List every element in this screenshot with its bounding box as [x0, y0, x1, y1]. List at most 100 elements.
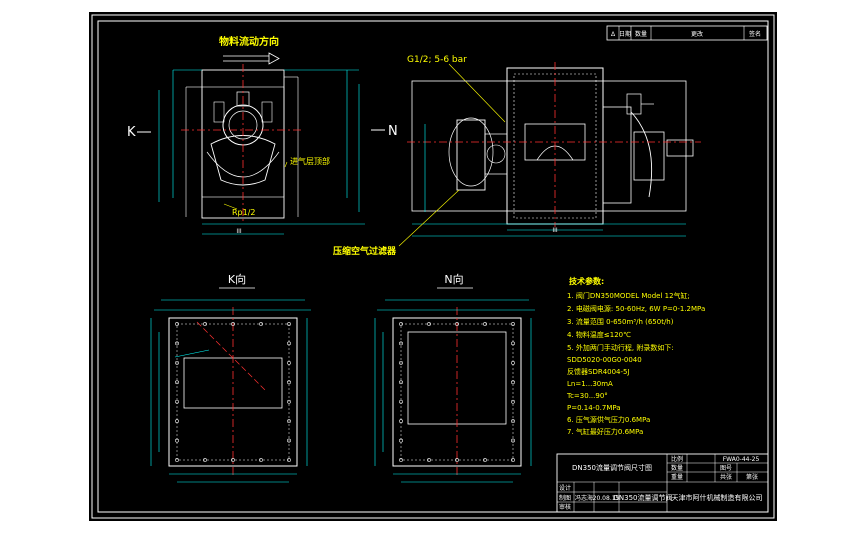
k-view-bolt-hole: [175, 438, 179, 443]
revision-col-5: 签名: [749, 30, 761, 38]
view-k-marker: K: [127, 125, 136, 140]
n-view-bolt-hole: [399, 419, 403, 424]
front-view: 物料流动方向: [127, 35, 398, 235]
drawing-sheet: Δ 日期 数量 更改 签名 物料流动方向: [89, 12, 777, 521]
callout-rp-thread: Rp1/2: [232, 208, 256, 217]
k-view: K向: [150, 272, 311, 483]
drawing-inner-border: [97, 20, 769, 513]
n-view-bolt-hole: [427, 458, 431, 462]
draw-label: 制图: [559, 494, 571, 502]
k-view-bolt-hole: [287, 341, 291, 346]
k-view-bolt-hole: [175, 360, 179, 365]
revision-col-3: 数量: [635, 30, 647, 38]
drawing-border: [91, 14, 775, 519]
n-view-bolt-hole: [483, 322, 487, 326]
revision-col-1: Δ: [611, 31, 616, 38]
flow-direction-label: 物料流动方向: [219, 35, 279, 48]
drawing-name: DN350流量调节阀尺寸图: [572, 463, 652, 472]
part-name: DN350流量调节阀: [614, 493, 673, 502]
k-view-bolt-hole: [231, 458, 235, 462]
k-view-bolt-hole: [203, 322, 207, 326]
k-view-bolt-hole: [203, 458, 207, 462]
tech-line-12: 7. 气缸最好压力0.6MPa: [567, 427, 643, 436]
k-view-bolt-hole: [259, 322, 263, 326]
k-view-bolt-hole: [287, 399, 291, 404]
k-view-bolt-hole: [287, 380, 291, 385]
sheet-label: 共张: [720, 473, 732, 481]
k-view-title: K向: [228, 272, 246, 286]
side-width-dimension: III: [552, 227, 558, 234]
tech-line-1: 1. 阀门DN350MODEL Model 12气缸;: [567, 291, 690, 300]
callout-inlet-top: 进气层顶部: [290, 156, 330, 166]
n-view-bolt-hole: [511, 380, 515, 385]
n-view-bolt-hole: [455, 322, 459, 326]
drafter-name: 冯志海: [575, 494, 593, 502]
n-view-bolt-hole: [483, 458, 487, 462]
view-n-marker: N: [388, 124, 398, 139]
k-view-bolt-hole: [287, 438, 291, 443]
weight-label: 重量: [671, 473, 683, 481]
n-view: N向: [374, 272, 535, 483]
k-view-bolt-hole: [287, 419, 291, 424]
n-view-bolt-hole: [399, 380, 403, 385]
check-label: 审核: [559, 503, 571, 511]
n-view-title: N向: [444, 272, 463, 286]
air-supply-label: G1/2; 5-6 bar: [407, 55, 467, 65]
k-view-bolt-hole: [231, 322, 235, 326]
flow-arrow-icon: [268, 52, 280, 65]
n-view-bolt-hole: [511, 419, 515, 424]
drawing-number: FWA0-44-25: [723, 456, 760, 463]
n-view-bolt-hole: [399, 399, 403, 404]
drawing-canvas: Δ 日期 数量 更改 签名 物料流动方向: [91, 14, 775, 519]
revision-col-2: 日期: [619, 30, 631, 38]
k-view-bolt-hole: [175, 458, 179, 462]
tech-line-4: 4. 物料温度≤120℃: [567, 330, 631, 339]
n-view-bolt-hole: [511, 341, 515, 346]
count-label: 数量: [671, 464, 683, 472]
drawing-no-label: 图号: [720, 465, 732, 472]
k-view-bolt-hole: [287, 458, 291, 462]
tech-line-5: 5. 外加两门手动行程, 附录数如下:: [567, 343, 674, 352]
tech-line-3: 3. 流量范围 0-650m³/h (650t/h): [567, 317, 674, 326]
k-view-bolt-hole: [259, 458, 263, 462]
revision-col-4: 更改: [691, 30, 703, 38]
n-view-bolt-hole: [455, 458, 459, 462]
tech-line-10: P=0.14-0.7MPa: [567, 404, 621, 412]
n-view-bolt-hole: [399, 322, 403, 326]
air-filter-label: 压缩空气过滤器: [333, 245, 397, 257]
side-view: G1/2; 5-6 bar: [333, 55, 701, 257]
front-width-dimension: III: [236, 228, 242, 235]
scale-label: 比例: [671, 455, 683, 463]
drawing-date: 20.08.15: [593, 495, 620, 502]
tech-title: 技术参数:: [569, 276, 604, 286]
n-view-bolt-hole: [511, 322, 515, 326]
sheet2-label: 第张: [746, 473, 758, 481]
n-view-bolt-hole: [511, 360, 515, 365]
revision-table: Δ 日期 数量 更改 签名: [606, 25, 768, 41]
k-view-bolt-hole: [287, 322, 291, 326]
k-view-bolt-hole: [175, 419, 179, 424]
k-view-bolt-hole: [175, 380, 179, 385]
k-view-bolt-hole: [175, 322, 179, 326]
tech-line-7: 反馈器SDR4004-5J: [567, 367, 630, 376]
tech-line-8: Ln=1...30mA: [567, 380, 613, 388]
tech-line-6: SDD5020-00G0-0040: [567, 356, 642, 364]
n-view-bolt-hole: [399, 360, 403, 365]
company-name: 天津市阿什机械制造有限公司: [672, 493, 763, 502]
n-view-bolt-hole: [511, 458, 515, 462]
n-view-bolt-hole: [427, 322, 431, 326]
tech-line-11: 6. 压气源供气压力0.6MPa: [567, 415, 650, 424]
k-view-bolt-hole: [287, 360, 291, 365]
title-block: DN350流量调节阀尺寸图 比例 FWA0-44-25 数量 图号 重量 共张 …: [556, 453, 769, 513]
technical-notes: 技术参数: 1. 阀门DN350MODEL Model 12气缸; 2. 电磁阀…: [566, 276, 705, 436]
k-view-bolt-hole: [175, 399, 179, 404]
n-view-bolt-hole: [511, 399, 515, 404]
k-view-bolt-hole: [175, 341, 179, 346]
tech-line-9: Tc=30...90°: [566, 392, 608, 400]
n-view-bolt-hole: [399, 458, 403, 462]
tech-line-2: 2. 电磁阀电源: 50-60Hz, 6W P=0-1.2MPa: [567, 304, 705, 313]
n-view-bolt-hole: [399, 438, 403, 443]
design-label: 设计: [559, 484, 571, 492]
n-view-bolt-hole: [511, 438, 515, 443]
